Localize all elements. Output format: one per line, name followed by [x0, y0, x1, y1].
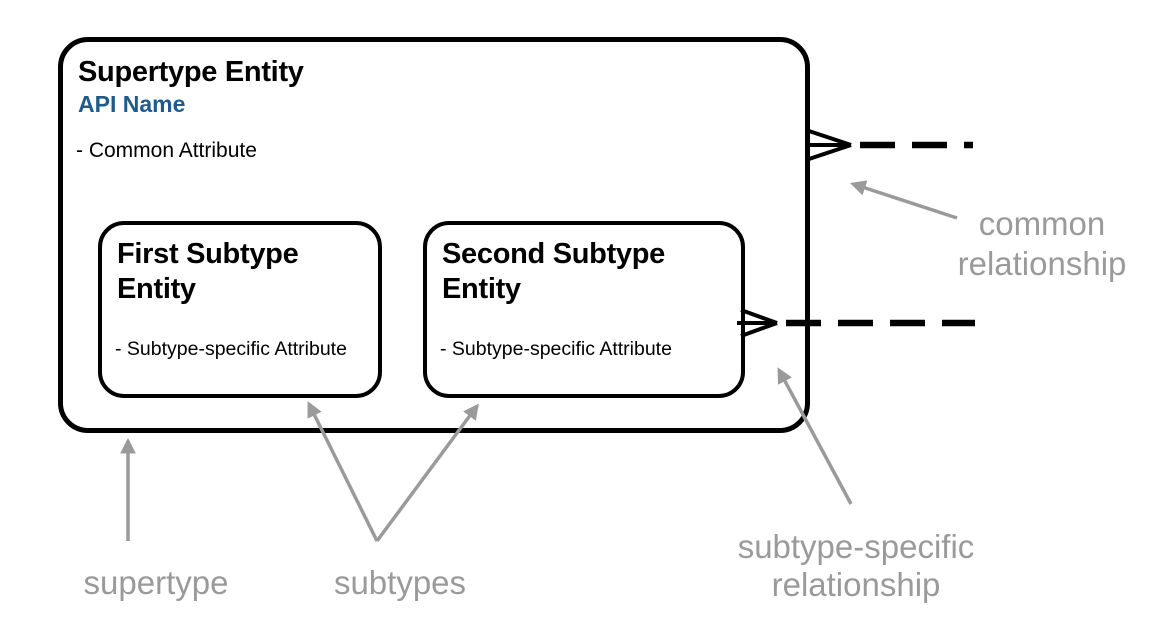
- common-relationship-crowsfoot-icon: [806, 129, 852, 161]
- first-subtype-entity-box: First Subtype Entity - Subtype-specific …: [98, 221, 382, 398]
- supertype-entity-title: Supertype Entity: [78, 56, 304, 88]
- supertype-common-attribute: - Common Attribute: [76, 139, 257, 162]
- callout-label-subtype-specific-relationship: subtype-specific relationship: [737, 528, 975, 603]
- callout-label-subtypes: subtypes: [333, 564, 467, 601]
- second-subtype-entity-title: Second Subtype Entity: [442, 238, 665, 305]
- callout-label-supertype: supertype: [83, 564, 229, 601]
- supertype-entity-box: Supertype Entity API Name - Common Attri…: [58, 37, 810, 433]
- common-relationship-connector: [806, 129, 973, 161]
- second-subtype-attribute: - Subtype-specific Attribute: [440, 338, 672, 360]
- first-subtype-entity-title: First Subtype Entity: [117, 238, 299, 305]
- callout-label-common-relationship: common relationship: [957, 205, 1127, 282]
- second-subtype-entity-box: Second Subtype Entity - Subtype-specific…: [423, 221, 745, 398]
- callout-arrow-common-relationship: [850, 180, 958, 220]
- supertype-api-name: API Name: [78, 91, 186, 117]
- first-subtype-attribute: - Subtype-specific Attribute: [115, 338, 347, 360]
